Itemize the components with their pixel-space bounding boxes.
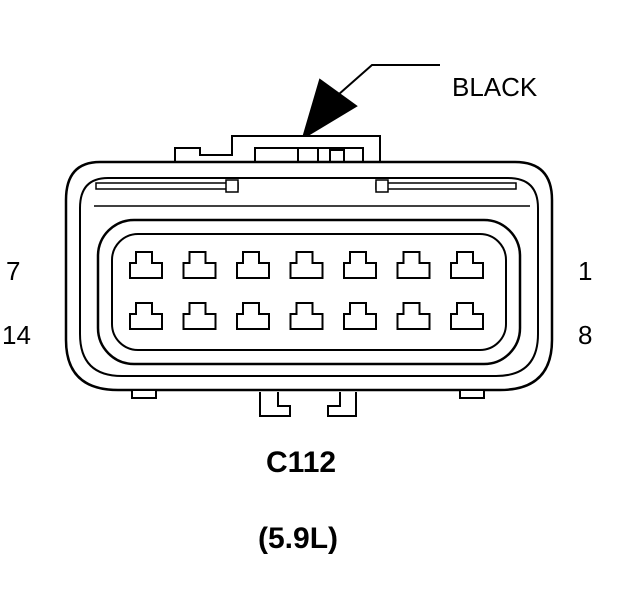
terminal-cavity bbox=[236, 302, 270, 330]
bottom-keys bbox=[259, 392, 357, 417]
terminal-cavity bbox=[450, 302, 484, 330]
connector-id: C112 bbox=[266, 446, 337, 479]
bottom-feet bbox=[131, 389, 485, 399]
terminal-cavity bbox=[343, 251, 377, 279]
terminal-cavity bbox=[182, 251, 217, 279]
terminal-cavity bbox=[129, 302, 163, 330]
terminal-cavity bbox=[289, 251, 324, 279]
terminal-cavity bbox=[129, 251, 163, 279]
terminal-cavity bbox=[396, 302, 431, 330]
terminal-cavity bbox=[343, 302, 377, 330]
terminal-cavity bbox=[236, 251, 270, 279]
cavity-tray-inner bbox=[111, 233, 507, 351]
engine-variant: (5.9L) bbox=[258, 522, 339, 555]
terminal-cavity bbox=[450, 251, 484, 279]
terminal-cavity bbox=[396, 251, 431, 279]
pin-label-bottom-left: 14 bbox=[2, 320, 31, 350]
connector-inner-shell bbox=[79, 177, 539, 377]
cavity-tray-outer bbox=[96, 218, 522, 366]
pin-label-top-left: 7 bbox=[6, 256, 21, 286]
callout-arrow bbox=[301, 64, 440, 141]
terminal-cavity bbox=[182, 302, 217, 330]
wire-color-label: BLACK bbox=[452, 72, 538, 102]
top-rails bbox=[94, 179, 530, 207]
terminal-cavity bbox=[289, 302, 324, 330]
pin-label-bottom-right: 8 bbox=[578, 320, 593, 350]
pin-label-top-right: 1 bbox=[578, 256, 593, 286]
cavity-grid bbox=[129, 251, 484, 330]
